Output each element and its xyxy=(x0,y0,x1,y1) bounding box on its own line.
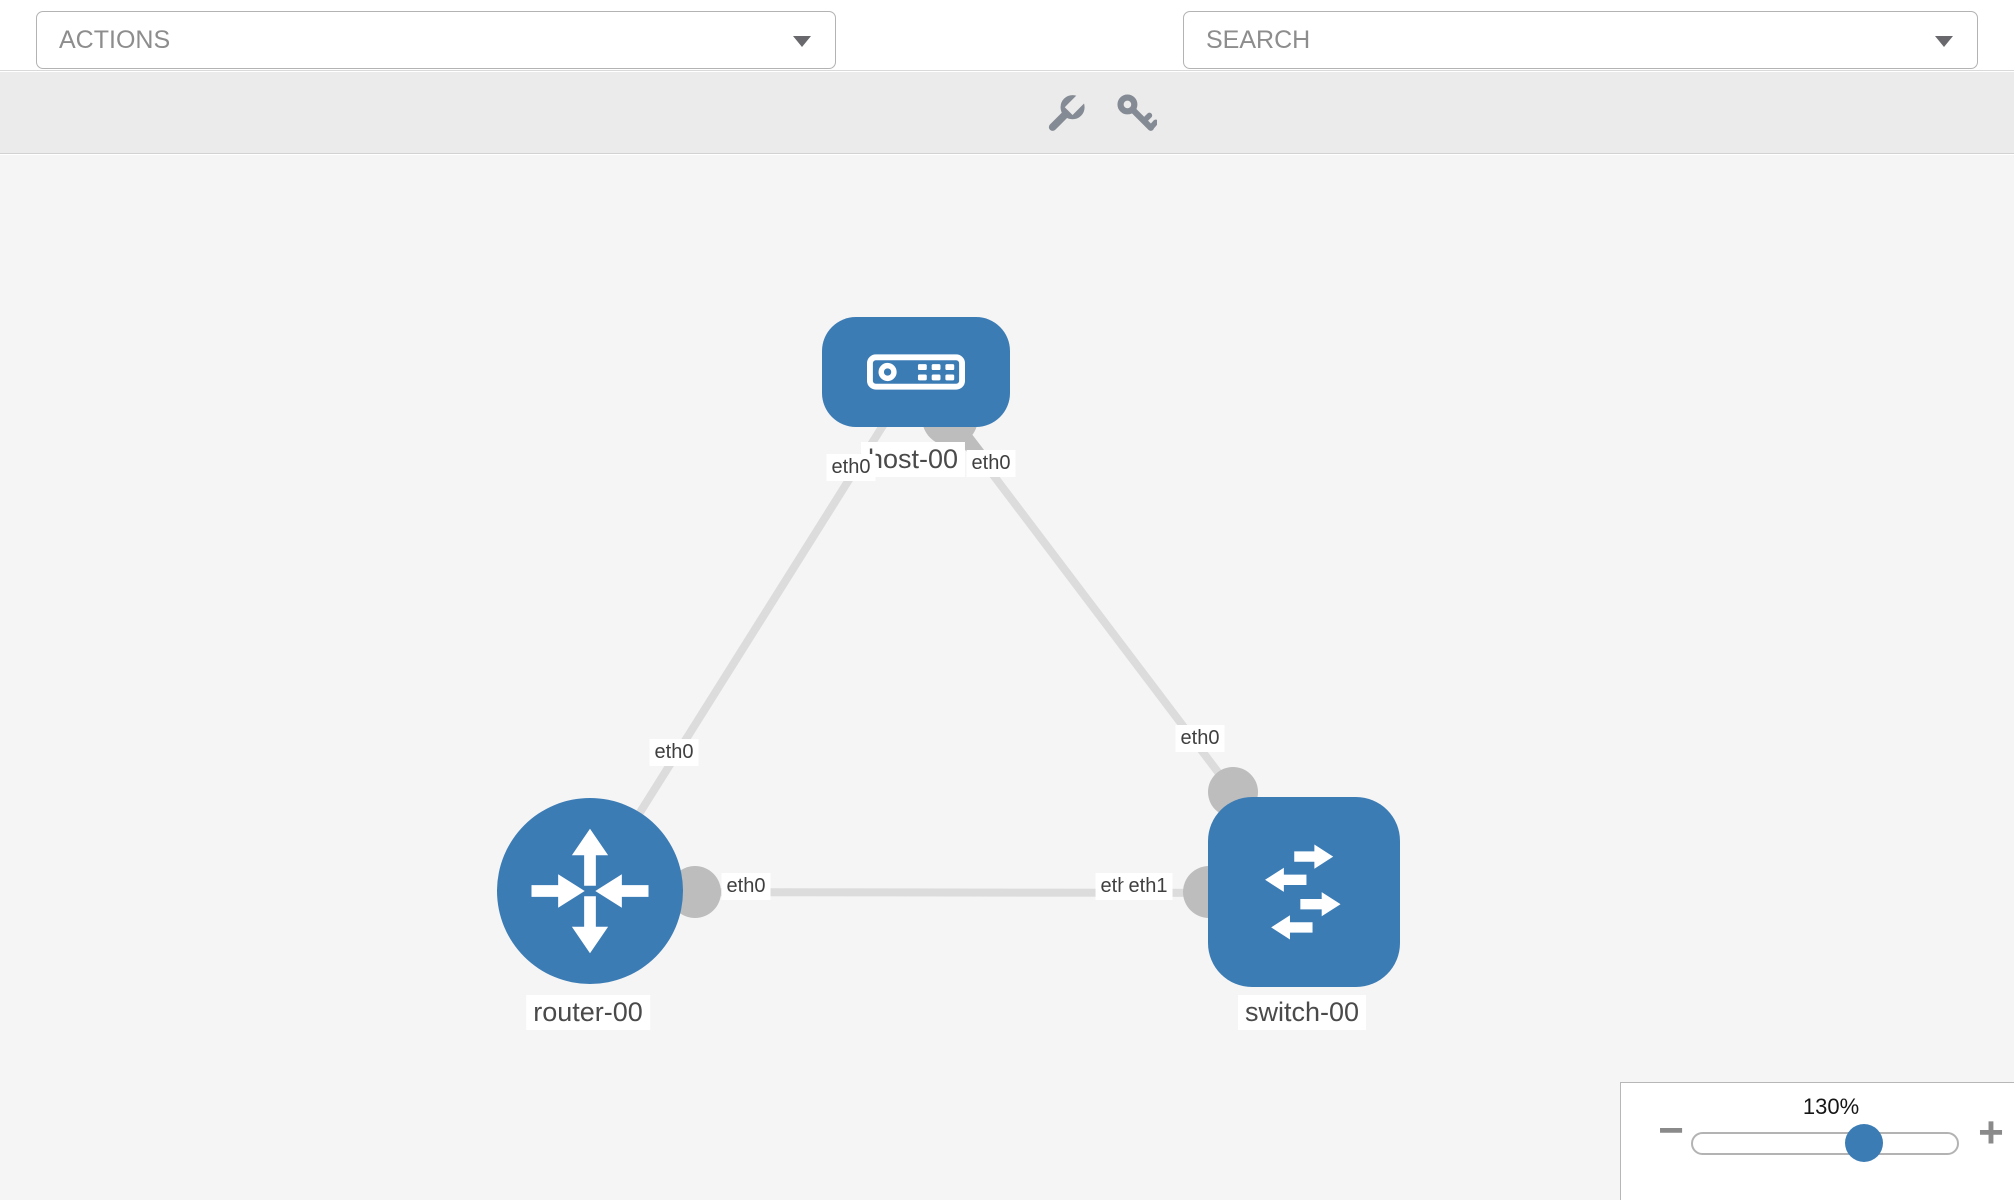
zoom-control-panel: 130% − + xyxy=(1620,1082,2014,1200)
iface-label-router-upper: eth0 xyxy=(649,739,699,766)
tools-button[interactable] xyxy=(1043,87,1093,134)
topology-canvas[interactable]: host-00 router-00 switch-00 eth0 eth0 et… xyxy=(0,155,2014,1200)
iface-label-host-left: eth0 xyxy=(826,454,876,481)
iface-label-host-right: eth0 xyxy=(966,450,1016,477)
topology-edges xyxy=(586,370,1305,918)
search-dropdown[interactable]: SEARCH xyxy=(1183,11,1978,69)
iface-label-switch-left-eth1: eth1 xyxy=(1123,873,1173,900)
zoom-in-button[interactable]: + xyxy=(1978,1108,2004,1157)
zoom-level-value: 130% xyxy=(1802,1094,1860,1119)
search-dropdown-label: SEARCH xyxy=(1206,26,1311,54)
zoom-out-button[interactable]: − xyxy=(1658,1106,1684,1155)
node-label-switch: switch-00 xyxy=(1237,995,1367,1030)
chevron-down-icon xyxy=(793,36,811,47)
server-icon xyxy=(867,354,965,390)
key-icon xyxy=(1117,94,1159,131)
node-switch-00[interactable] xyxy=(1208,797,1400,987)
iface-label-switch-top: eth0 xyxy=(1175,725,1225,752)
toolbar xyxy=(0,72,2014,154)
node-router-00[interactable] xyxy=(497,798,683,984)
node-label-router: router-00 xyxy=(526,995,650,1030)
node-label-host: host-00 xyxy=(860,442,966,477)
switch-icon xyxy=(1265,844,1341,940)
chevron-down-icon xyxy=(1935,36,1953,47)
credentials-button[interactable] xyxy=(1113,90,1159,134)
zoom-slider-track[interactable] xyxy=(1691,1132,1959,1155)
node-host-00[interactable] xyxy=(822,317,1010,427)
iface-label-router-right: eth0 xyxy=(721,873,771,900)
router-icon xyxy=(531,828,649,954)
actions-dropdown[interactable]: ACTIONS xyxy=(36,11,836,69)
actions-dropdown-label: ACTIONS xyxy=(59,26,171,54)
zoom-slider-thumb[interactable] xyxy=(1845,1124,1883,1162)
wrench-icon xyxy=(1048,87,1093,131)
